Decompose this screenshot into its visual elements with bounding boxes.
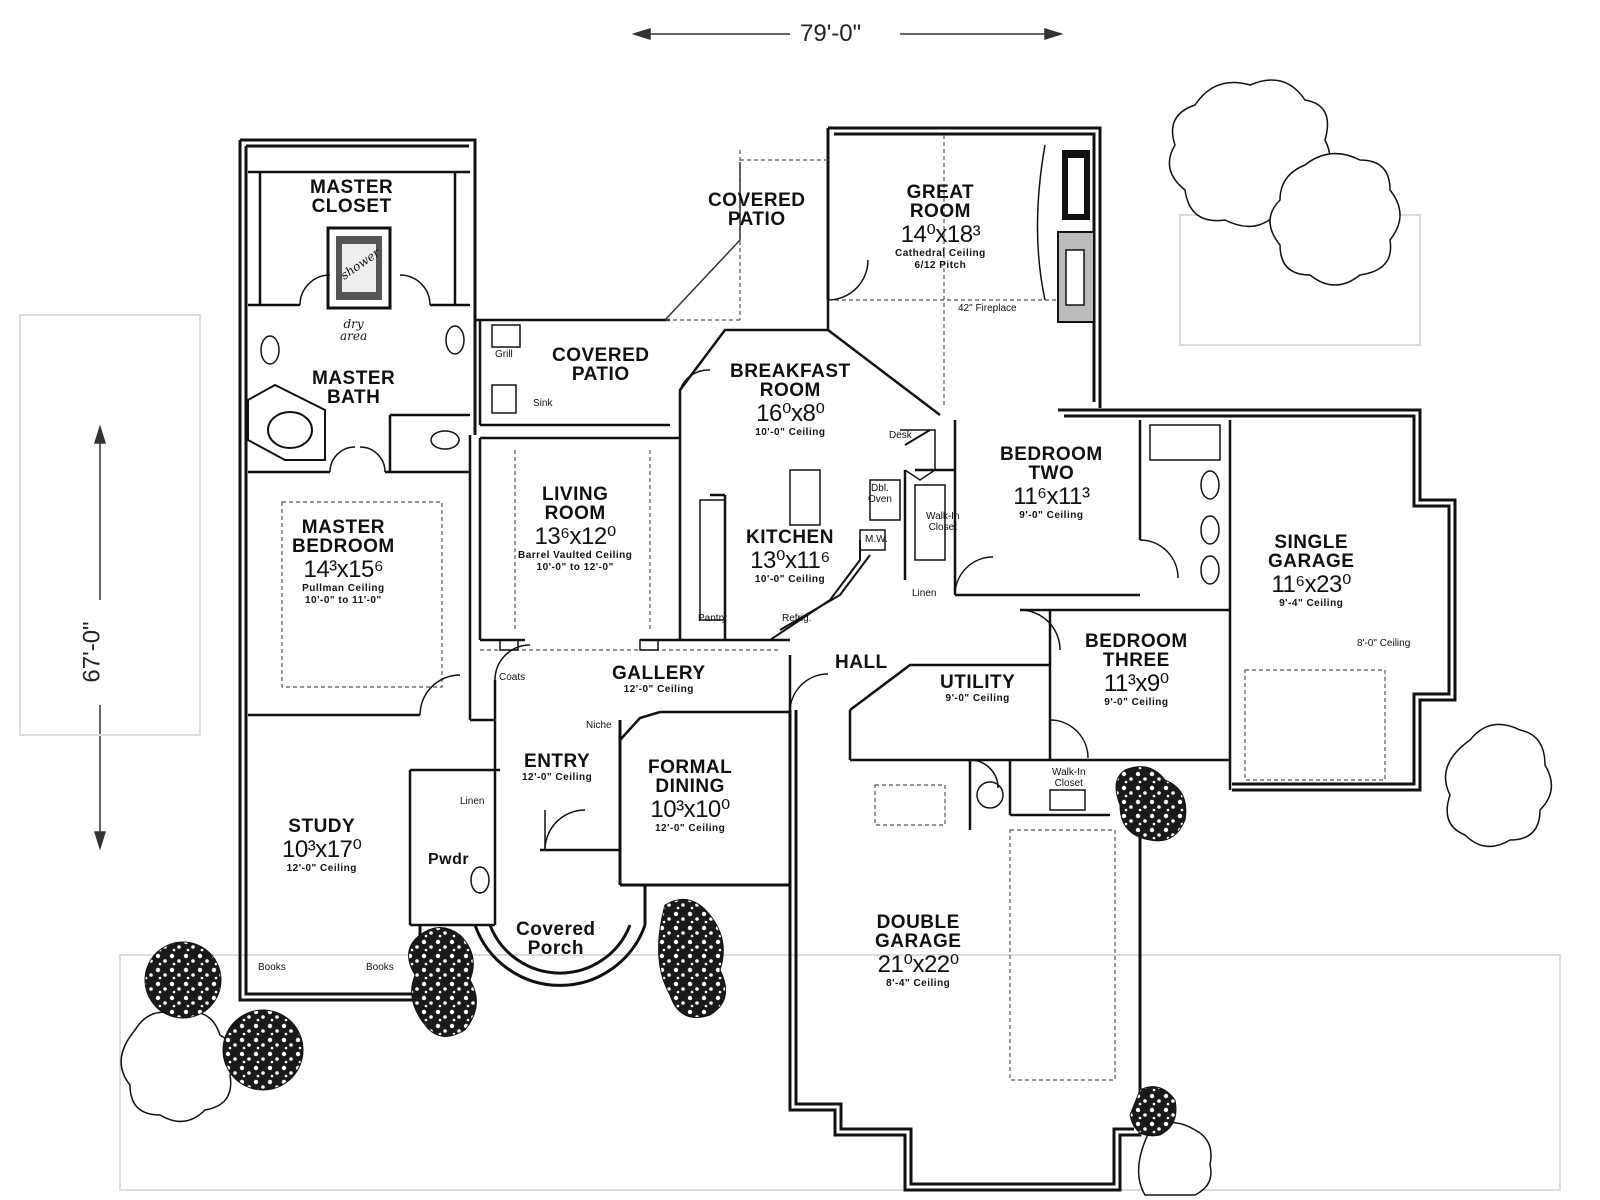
study-label: STUDY 10³x17⁰ 12'-0" Ceiling <box>282 816 362 874</box>
overall-depth-label: 67'-0" <box>78 621 106 683</box>
interior-walls <box>248 170 1232 927</box>
overall-depth-arrow <box>93 424 107 851</box>
fixture-icons <box>260 324 1221 894</box>
overall-width-arrow <box>631 27 1064 41</box>
desk-label: Desk <box>889 430 912 441</box>
covered-porch-outline <box>473 885 647 987</box>
refrig-label: Refrig. <box>782 613 812 624</box>
overall-width-label: 79'-0" <box>800 20 862 47</box>
niche-label: Niche <box>586 720 612 731</box>
books-left-label: Books <box>258 962 286 973</box>
shower-icon <box>326 226 392 310</box>
grill-label: Grill <box>495 349 513 360</box>
linen-powder-label: Linen <box>460 796 485 807</box>
kitchen-label: KITCHEN 13⁰x11⁶ 10'-0" Ceiling <box>746 527 834 585</box>
covered-patio-outline <box>664 162 741 321</box>
books-right-label: Books <box>366 962 394 973</box>
single-garage-ceiling-label: 8'-0" Ceiling <box>1357 638 1411 649</box>
fireplace-label: 42" Fireplace <box>958 303 1017 314</box>
powder-room-label: Pwdr <box>428 851 470 868</box>
microwave-label: M.W. <box>865 534 888 545</box>
coats-label: Coats <box>499 672 526 683</box>
master-tub-icon <box>247 383 326 461</box>
gallery-label: GALLERY 12'-0" Ceiling <box>612 663 706 695</box>
kitchen-counters <box>769 429 931 641</box>
pantry-label: Pantry <box>698 613 727 624</box>
ceiling-outlines <box>281 135 1386 1081</box>
fireplace-icon <box>1036 144 1095 323</box>
landscape-shrubs <box>144 766 1187 1137</box>
entry-label: ENTRY 12'-0" Ceiling <box>522 751 593 783</box>
background-marks <box>19 214 1561 1191</box>
hall-label: HALL <box>835 652 888 673</box>
linen-hall-label: Linen <box>912 588 937 599</box>
door-swings <box>299 259 1179 851</box>
utility-label: UTILITY 9'-0" Ceiling <box>940 672 1016 704</box>
sink-label: Sink <box>533 398 553 409</box>
dbl-oven-label: Dbl.Oven <box>868 483 892 505</box>
landscape-trees <box>120 79 1553 1196</box>
